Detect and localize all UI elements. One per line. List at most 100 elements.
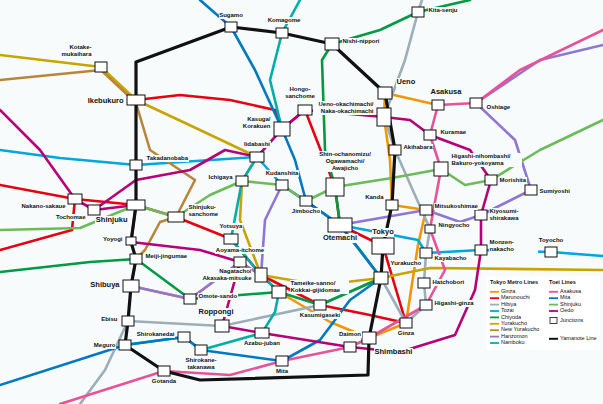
legend-entry: Hibiya: [501, 302, 516, 308]
junction-box: [126, 237, 136, 245]
station-name: Daimon: [338, 331, 361, 338]
junction-box: [386, 200, 398, 210]
junction-box: [485, 175, 497, 185]
legend-entry: Shinjuku: [560, 302, 581, 308]
junction-box: [377, 108, 391, 126]
yamanote-loop: [125, 27, 395, 380]
line-sample: [549, 304, 558, 306]
station-name: Komagome: [267, 17, 301, 24]
station-name: Ueno: [396, 78, 416, 87]
yurakucho-line: [0, 55, 603, 285]
oedo-loop: [94, 110, 491, 352]
junction-box: [420, 300, 432, 310]
station-name: Shimbashi: [374, 348, 413, 357]
station-name: Azabu-juban: [244, 340, 281, 347]
legend-sample: [549, 304, 558, 305]
legend-sample: [490, 291, 499, 292]
station-name: Hongo-sanchome: [282, 86, 319, 100]
station-name: Takadanobaba: [146, 155, 189, 162]
station-name: Sumiyoshi: [539, 188, 570, 195]
junction-box: [195, 345, 207, 355]
legend-sample: [549, 311, 558, 312]
station-name: Yoyogi: [102, 236, 123, 243]
station-name: Gotanda: [151, 378, 176, 385]
legend-entry: Junctions: [560, 318, 583, 324]
junction-box: [432, 100, 444, 110]
junction-box: [276, 356, 288, 366]
junction-box: [158, 366, 170, 376]
legend-entry: Tozai: [501, 308, 514, 314]
legend-entry: Asakusa: [560, 289, 581, 295]
junction-box: [215, 320, 229, 332]
line-sample: [490, 342, 499, 344]
junction-box: [362, 332, 376, 344]
junction-box: [250, 152, 264, 162]
oedo-branch: [0, 110, 94, 210]
junction-box: [68, 194, 82, 204]
legend-entry: Yamanote Line: [560, 336, 597, 342]
station-name: Nishi-nippori: [342, 38, 380, 45]
junction-box: [374, 272, 388, 284]
station-name: Sugamo: [219, 12, 244, 19]
junction-box: [372, 238, 394, 254]
junction-box: [127, 200, 145, 210]
legend-sample: [549, 338, 558, 339]
legend-sample: [490, 298, 499, 299]
shinjuku-line: [0, 120, 603, 230]
junction-box: [300, 196, 312, 206]
station-name: Tochomae: [55, 214, 86, 221]
legend-sample: [550, 318, 557, 324]
junction-box: [412, 7, 424, 17]
legend-entry: Chiyoda: [501, 315, 521, 321]
station-name: Ikebukuro: [87, 97, 124, 106]
line-sample: [490, 316, 499, 318]
station-name: Roppongi: [198, 308, 234, 317]
legend-entry: Ginza: [501, 289, 515, 295]
junction-box: [325, 38, 339, 50]
junction-box: [123, 280, 139, 292]
legend-entry: New Yurakucho: [501, 327, 539, 333]
station-name: Otemachi: [322, 234, 357, 243]
junction-box: [130, 160, 142, 170]
station-name: Yotsuya: [219, 223, 243, 230]
station-name: Toyocho: [538, 237, 564, 244]
legend-panel: [486, 276, 600, 350]
junction-box: [236, 176, 248, 186]
station-name: Asakusa: [430, 88, 462, 97]
station-name: Ningyocho: [438, 222, 470, 229]
line-sample: [490, 291, 499, 293]
station-name: Morishita: [499, 177, 527, 184]
station-name: Tameike-sanno/ Kokkai-gijidomae: [290, 280, 349, 294]
station-name: Kasumigaseki: [299, 312, 340, 319]
legend-entry: Namboku: [501, 340, 525, 346]
line-sample: [490, 304, 499, 306]
station-name: Ginza: [397, 330, 414, 337]
legend-sample: [490, 311, 499, 312]
station-name: Aoyama-itchome: [215, 247, 264, 254]
station-name: Hatchobori: [432, 279, 465, 286]
station-name: Kiyosumi-shirakawa: [489, 208, 530, 222]
station-name: Oshiage: [486, 104, 511, 111]
station-name: Ebisu: [101, 316, 118, 323]
junction-box: [224, 234, 238, 244]
legend-entry: Mita: [560, 295, 570, 301]
line-sample: [549, 338, 558, 340]
legend-sample: [490, 323, 499, 324]
station-name: Akihabara: [403, 144, 433, 151]
junction-box: [225, 22, 237, 32]
junction-box: [425, 225, 435, 233]
line-sample: [490, 297, 499, 299]
junction-box: [434, 162, 448, 176]
station-name: Shirokanedai: [136, 331, 175, 338]
legend-sample: [549, 291, 558, 292]
station-name: Kotake-mukaihara: [55, 44, 92, 58]
station-name: Jimbocho: [291, 208, 320, 215]
station-name: Higashi-ginza: [434, 300, 474, 307]
station-name: Higashi-nihombashi/ Bakuro-yokoyama: [451, 153, 522, 167]
junction-box: [127, 95, 145, 105]
junction-sample: [550, 318, 557, 324]
legend-sample: [490, 336, 499, 337]
junction-box: [389, 145, 401, 155]
tozai-line: [0, 150, 603, 256]
